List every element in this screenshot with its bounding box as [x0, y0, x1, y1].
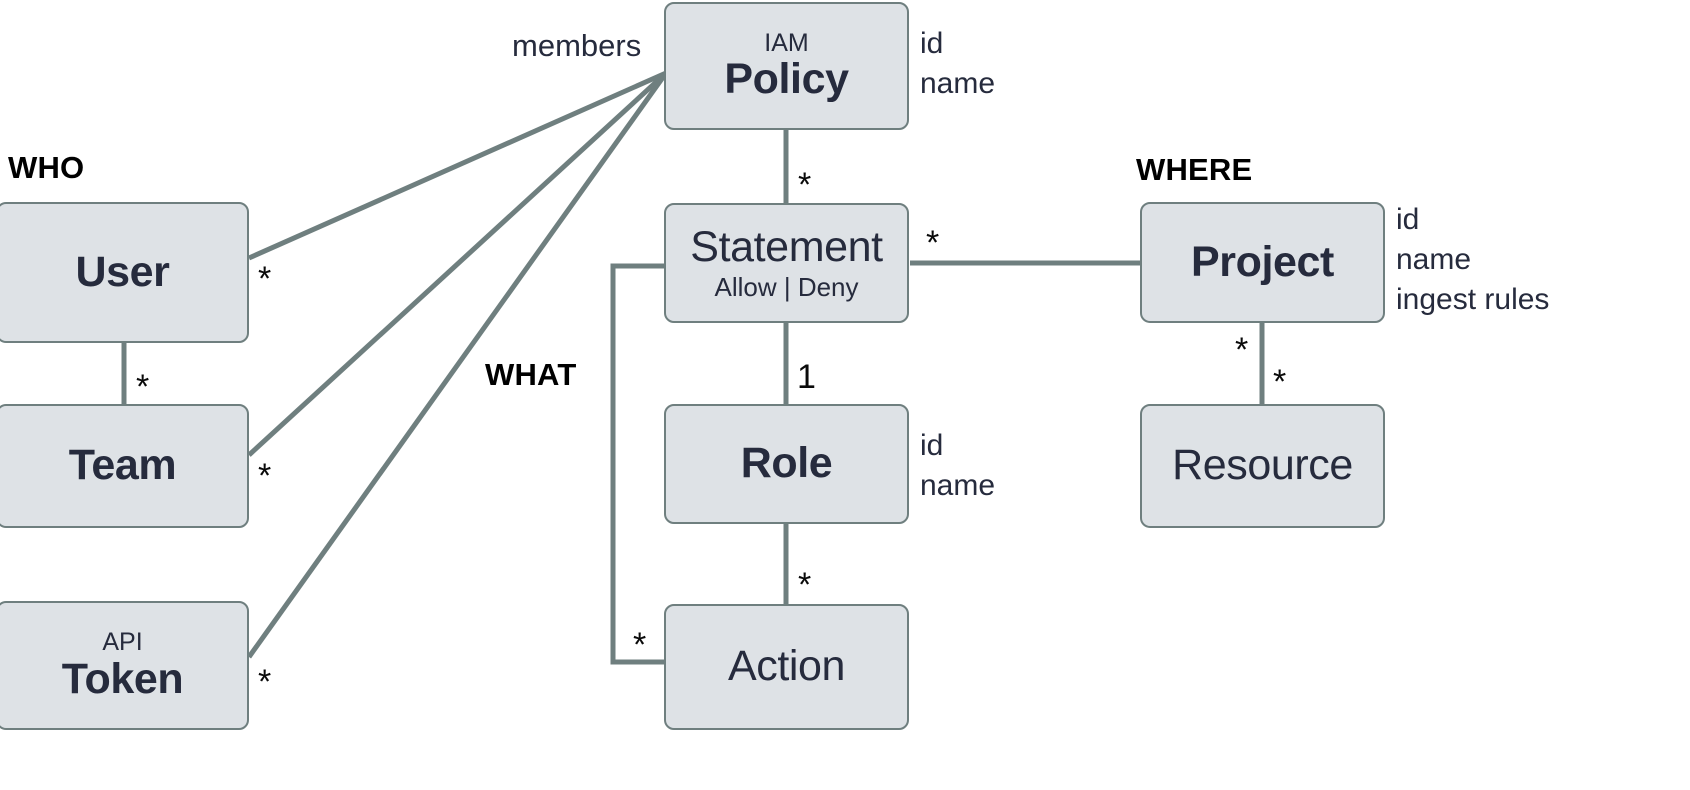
attrs-project-line-0: id — [1396, 203, 1420, 236]
node-statement[interactable]: Statement Allow | Deny — [664, 203, 909, 323]
node-role[interactable]: Role — [664, 404, 909, 524]
node-user-title: User — [75, 247, 170, 296]
node-statement-title: Statement — [690, 222, 883, 271]
node-project-title: Project — [1191, 237, 1334, 286]
node-resource-title: Resource — [1172, 441, 1353, 490]
attrs-policy-line-1: name — [920, 66, 996, 100]
edge-label-statement-project: * — [926, 224, 940, 262]
edge-label-statement-action: * — [633, 626, 647, 664]
node-role-title: Role — [740, 439, 833, 488]
attrs-policy-line-0: id — [920, 27, 944, 60]
attrs-project-line-2: ingest rules — [1396, 282, 1550, 316]
node-resource[interactable]: Resource — [1140, 404, 1385, 528]
edge-label-user-team: * — [136, 368, 150, 406]
edge-label-role-action: * — [798, 566, 812, 604]
node-action-title: Action — [727, 642, 846, 691]
node-action[interactable]: Action — [664, 604, 909, 730]
node-team-title: Team — [68, 441, 177, 490]
attrs-project-line-1: name — [1396, 242, 1472, 276]
attrs-policy: id name — [920, 24, 995, 104]
node-user[interactable]: User — [0, 202, 249, 343]
edge-label-statement-role: 1 — [797, 358, 816, 396]
edge-label-project-resource-right: * — [1273, 363, 1287, 401]
node-policy-subtitle: IAM — [764, 28, 809, 57]
edge-label-user-policy: * — [258, 260, 272, 298]
zone-label-who: WHO — [8, 150, 85, 185]
node-statement-subtitle: Allow | Deny — [714, 271, 859, 302]
node-api-token[interactable]: API Token — [0, 601, 249, 730]
attrs-role: id name — [920, 426, 995, 506]
edge-token-policy — [246, 71, 669, 659]
zone-label-where: WHERE — [1136, 152, 1253, 187]
edge-label-members: members — [512, 28, 642, 63]
edge-label-project-resource-left: * — [1235, 331, 1249, 369]
node-api-token-subtitle: API — [102, 628, 143, 657]
edge-label-token-policy: * — [258, 663, 272, 701]
node-api-token-title: Token — [61, 654, 184, 703]
node-project[interactable]: Project — [1140, 202, 1385, 323]
edge-team-policy — [247, 71, 668, 457]
zone-label-what: WHAT — [485, 357, 577, 392]
node-policy-title: Policy — [724, 55, 849, 104]
edge-statement-action — [610, 263, 665, 665]
node-team[interactable]: Team — [0, 404, 249, 528]
edge-user-policy — [247, 70, 668, 261]
attrs-role-line-0: id — [920, 429, 944, 462]
edge-label-team-policy: * — [258, 457, 272, 495]
attrs-project: id name ingest rules — [1396, 200, 1549, 320]
edge-label-policy-statement: * — [798, 166, 812, 204]
attrs-role-line-1: name — [920, 468, 996, 502]
node-policy[interactable]: IAM Policy — [664, 2, 909, 130]
